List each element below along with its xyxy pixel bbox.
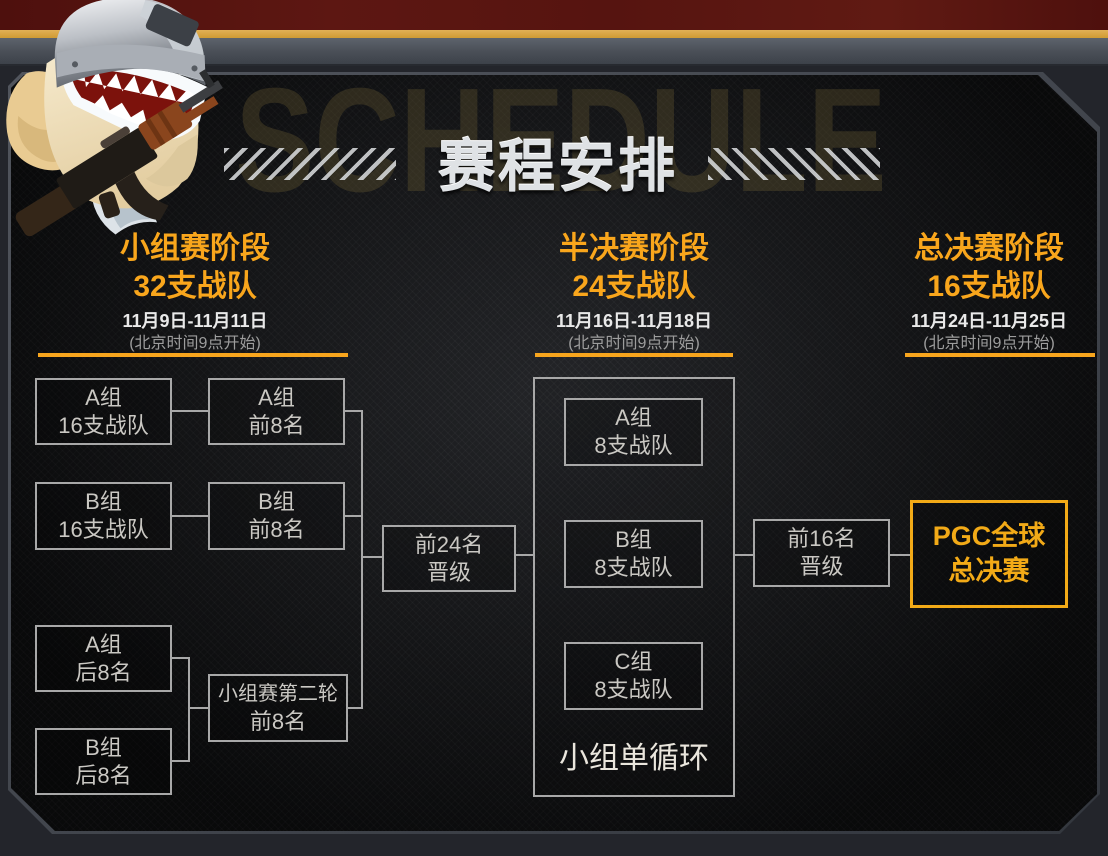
stage-dates: 11月16日-11月18日 [555,311,713,331]
connector-line [345,410,363,412]
connector-line [188,657,190,762]
box-line: 前8名 [248,412,305,438]
box-line: A组 [85,631,122,657]
stage-dates: 11月9日-11月11日 [122,311,268,331]
box-line: 16支战队 [58,517,149,542]
shark-mascot-image [6,0,223,237]
stage-teams: 16支战队 [927,270,1051,303]
box-line: 前8名 [248,517,305,542]
box-line: B组 [258,489,295,514]
connector-line [516,554,533,556]
bracket-box-advance-24: 前24名 晋级 [382,525,516,592]
bracket-box-pgc-final: PGC全球 总决赛 [910,500,1068,608]
bracket-box-semi-group-c: C组 8支战队 [564,642,703,710]
mascot-rifle [15,69,223,237]
stage-underline [905,353,1095,357]
bracket-box-group-a-bottom8: A组 后8名 [35,625,172,692]
gold-stripe [0,30,1108,38]
schedule-watermark: SCHEDULE [235,75,887,223]
bracket-box-semi-group-a: A组 8支战队 [564,398,703,466]
box-line: PGC全球 [932,521,1046,551]
stage-teams: 32支战队 [133,270,257,303]
box-line: 后8名 [75,762,132,788]
bracket-box-advance-16: 前16名 晋级 [753,519,890,587]
box-line: A组 [615,405,652,430]
connector-line [345,515,363,517]
panel-background: SCHEDULE [11,75,1097,831]
connector-line [172,515,208,517]
bracket-box-semi-group-b: B组 8支战队 [564,520,703,588]
stage-underline [535,353,733,357]
box-line: B组 [85,489,122,514]
box-line: 小组赛第二轮 [218,683,338,705]
connector-line [348,707,363,709]
stage-name: 总决赛阶段 [914,232,1064,265]
connector-line [172,760,190,762]
box-line: 前16名 [787,526,856,551]
box-line: 前8名 [249,709,307,734]
bracket-box-group-a-top8: A组 前8名 [208,378,345,445]
stage-header-semifinal: 半决赛阶段 24支战队 11月16日-11月18日 (北京时间9点开始) [494,230,774,354]
box-line: B组 [85,734,122,760]
box-line: B组 [615,527,652,552]
connector-line [735,554,753,556]
box-line: C组 [614,649,653,674]
stage-header-final: 总决赛阶段 16支战队 11月24日-11月25日 (北京时间9点开始) [858,230,1108,354]
box-line: A组 [85,384,122,410]
round-robin-note: 小组单循环 [559,742,709,775]
box-line: 晋级 [799,554,844,579]
stage-name: 小组赛阶段 [120,232,270,265]
box-line: 16支战队 [58,412,149,438]
box-line: 前24名 [414,531,484,557]
stage-underline [38,353,348,357]
connector-line [890,554,910,556]
box-line: 8支战队 [594,433,673,458]
box-line: A组 [258,384,295,410]
stage-header-group: 小组赛阶段 32支战队 11月9日-11月11日 (北京时间9点开始) [55,230,335,354]
stage-teams: 24支战队 [572,270,696,303]
connector-line [361,410,363,709]
box-line: 8支战队 [594,555,673,580]
bracket-box-group-b-16: B组 16支战队 [35,482,172,550]
box-line: 后8名 [75,659,132,685]
connector-line [190,707,208,709]
bracket-box-second-round: 小组赛第二轮 前8名 [208,674,348,742]
box-line: 总决赛 [948,556,1030,586]
bracket-box-group-b-top8: B组 前8名 [208,482,345,550]
bracket-box-group-a-16: A组 16支战队 [35,378,172,445]
connector-line [172,410,208,412]
bracket-box-group-b-bottom8: B组 后8名 [35,728,172,795]
stage-note: (北京时间9点开始) [568,335,700,352]
stage-note: (北京时间9点开始) [923,335,1055,352]
page-title: 赛程安排 [438,135,678,199]
slash-decoration-left [224,148,396,180]
stage-dates: 11月24日-11月25日 [910,311,1068,331]
stage-name: 半决赛阶段 [559,232,709,265]
stage-note: (北京时间9点开始) [129,335,261,352]
mascot-helmet [54,0,206,88]
connector-line [172,657,190,659]
connector-line [363,556,382,558]
slash-decoration-right [708,148,880,180]
box-line: 8支战队 [594,677,673,702]
box-line: 晋级 [426,559,471,585]
